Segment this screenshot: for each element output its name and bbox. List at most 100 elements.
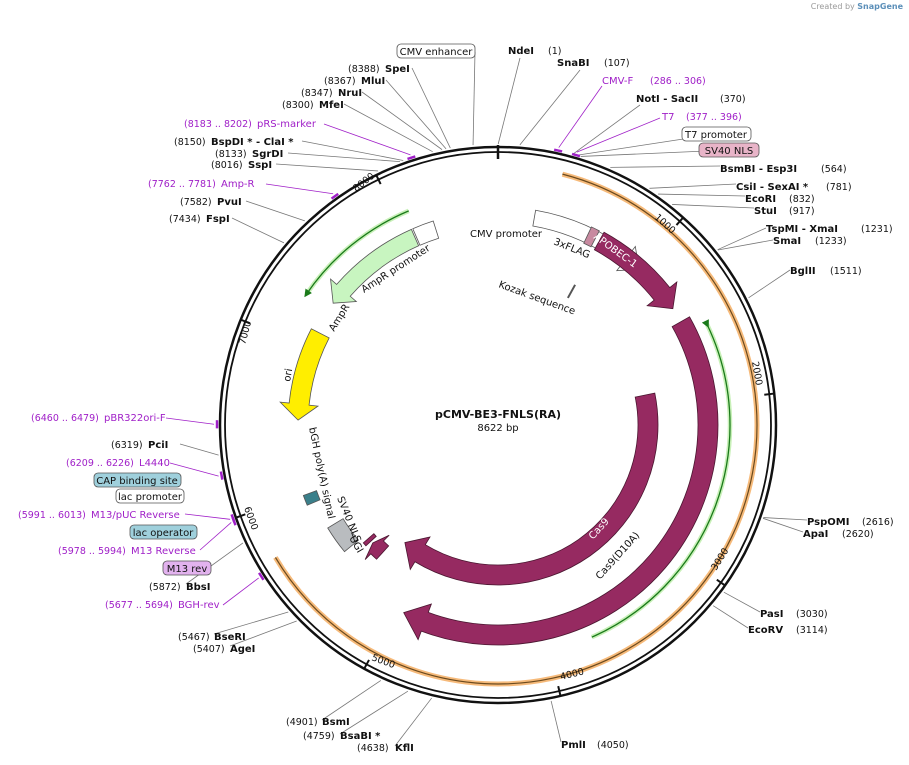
- site-snabi-pos: (107): [604, 58, 630, 69]
- site-bsmbi-esp3i[interactable]: BsmBI - Esp3I: [720, 164, 797, 175]
- site-bspdi-clai-pos: (8150): [174, 137, 206, 148]
- site-pvui[interactable]: PvuI: [217, 197, 242, 208]
- leader-line-21: [179, 443, 219, 456]
- leader-line-31: [472, 51, 476, 146]
- site-mlui[interactable]: MluI: [361, 76, 385, 87]
- label-cmv-enhancer[interactable]: CMV enhancer: [396, 43, 476, 59]
- primer-leader-5: [169, 462, 219, 477]
- feature-ampr: [330, 228, 420, 304]
- site-pasi[interactable]: PasI: [760, 609, 783, 620]
- svg-text:T7 promoter: T7 promoter: [684, 130, 748, 141]
- primer-amp-r[interactable]: Amp-R: [221, 179, 255, 190]
- label-m13-rev[interactable]: M13 rev: [162, 560, 212, 576]
- site-bsabi[interactable]: BsaBI *: [340, 731, 381, 742]
- primer-m13-reverse[interactable]: M13 Reverse: [131, 546, 196, 557]
- label-kozak-sequence: Kozak sequence: [497, 279, 577, 317]
- label-lac-operator[interactable]: lac operator: [129, 524, 198, 540]
- plasmid-name: pCMV-BE3-FNLS(RA): [435, 408, 561, 421]
- primer-mark-5: [219, 471, 224, 480]
- scale-ticks: [235, 145, 775, 697]
- leader-line-8: [717, 239, 774, 251]
- tick-6000: [235, 513, 246, 519]
- site-nrui[interactable]: NruI: [338, 88, 362, 99]
- leader-line-19: [213, 611, 289, 635]
- primer-l4440[interactable]: L4440: [139, 458, 170, 469]
- primer-prs-marker[interactable]: pRS-marker: [257, 119, 317, 130]
- site-pcii[interactable]: PciI: [148, 440, 168, 451]
- site-snabi[interactable]: SnaBI: [557, 58, 589, 69]
- site-pmli-pos: (4050): [597, 740, 629, 751]
- primer-leader-1: [576, 117, 661, 153]
- site-bspdi-clai[interactable]: BspDI * - ClaI *: [211, 137, 294, 148]
- site-ecori[interactable]: EcoRI: [745, 194, 776, 205]
- leader-line-4: [649, 183, 737, 189]
- site-sspi-pos: (8016): [211, 160, 243, 171]
- site-pspomi-pos: (2616): [862, 517, 894, 528]
- primer-cmv-f[interactable]: CMV-F: [602, 76, 633, 87]
- site-pvui-pos: (7582): [180, 197, 212, 208]
- leader-line-9: [748, 269, 791, 299]
- site-noti-sacii[interactable]: NotI - SacII: [636, 94, 698, 105]
- leader-line-23: [245, 200, 305, 222]
- leader-line-1: [519, 69, 581, 146]
- site-agei[interactable]: AgeI: [230, 644, 255, 655]
- snapgene-credit: Created by SnapGene: [811, 2, 903, 11]
- label-cmv-promoter: CMV promoter: [470, 229, 543, 240]
- primer-leader-6: [184, 513, 231, 520]
- label-lac-promoter[interactable]: lac promoter: [115, 488, 185, 504]
- site-spei[interactable]: SpeI: [385, 64, 410, 75]
- tick-8000: [375, 174, 382, 185]
- site-bglii[interactable]: BglII: [790, 266, 816, 277]
- leader-line-28: [361, 91, 443, 150]
- site-apai[interactable]: ApaI: [803, 529, 828, 540]
- feature-3xflag: [583, 226, 600, 248]
- primer-t7[interactable]: T7: [661, 112, 674, 123]
- site-ecorv[interactable]: EcoRV: [748, 625, 783, 636]
- site-spei-pos: (8388): [348, 64, 380, 75]
- site-sgrdi-pos: (8133): [215, 149, 247, 160]
- site-tspmi-xmai[interactable]: TspMI - XmaI: [766, 224, 838, 235]
- svg-text:CAP binding site: CAP binding site: [96, 476, 178, 487]
- feature-ampr-promoter: [412, 220, 440, 246]
- site-csii-sexai[interactable]: CsiI - SexAI *: [736, 182, 809, 193]
- credit-brand: SnapGene: [857, 2, 903, 11]
- primer-prs-marker-range: (8183 .. 8202): [184, 119, 252, 130]
- label-sv40-nls-top[interactable]: SV40 NLS: [698, 142, 760, 158]
- site-pmli[interactable]: PmlI: [561, 740, 586, 751]
- primer-leader-2: [323, 123, 411, 156]
- tick-label-4000: 4000: [559, 666, 585, 683]
- site-ndei[interactable]: NdeI: [508, 46, 534, 57]
- site-bbsi[interactable]: BbsI: [186, 582, 210, 593]
- label-cap-binding-site[interactable]: CAP binding site: [93, 472, 182, 488]
- site-sgrdi[interactable]: SgrDI: [252, 149, 283, 160]
- tick-5000: [363, 659, 370, 670]
- leader-line-14: [550, 700, 562, 743]
- site-nrui-pos: (8347): [301, 88, 333, 99]
- leader-line-22: [231, 217, 285, 244]
- primer-pbr322ori-f[interactable]: pBR322ori-F: [104, 413, 166, 424]
- site-stui[interactable]: StuI: [754, 206, 777, 217]
- primer-leader-4: [165, 417, 215, 425]
- leader-line-25: [287, 152, 401, 163]
- label-t7-promoter[interactable]: T7 promoter: [681, 126, 752, 142]
- site-mfei[interactable]: MfeI: [319, 100, 344, 111]
- primer-bgh-rev[interactable]: BGH-rev: [178, 600, 220, 611]
- site-noti-sacii-pos: (370): [720, 94, 746, 105]
- site-smai[interactable]: SmaI: [773, 236, 801, 247]
- site-bseri[interactable]: BseRI: [214, 632, 246, 643]
- site-bsmi[interactable]: BsmI: [322, 717, 350, 728]
- site-pspomi[interactable]: PspOMI: [807, 517, 849, 528]
- primer-m13-puc-reverse[interactable]: M13/pUC Reverse: [91, 510, 180, 521]
- leader-line-24: [275, 163, 378, 172]
- site-sspi[interactable]: SspI: [248, 160, 272, 171]
- leader-line-11: [762, 517, 804, 533]
- feature-sv40-nls: [362, 533, 377, 547]
- leader-line-7: [717, 227, 767, 251]
- orf-ring-main-line: [274, 173, 758, 685]
- site-apai-pos: (2620): [842, 529, 874, 540]
- site-kfli[interactable]: KflI: [395, 743, 414, 754]
- leader-lines: [165, 51, 808, 747]
- primer-amp-r-range: (7762 .. 7781): [148, 179, 216, 190]
- feature-shapes: [279, 209, 719, 646]
- site-fspi[interactable]: FspI: [206, 214, 230, 225]
